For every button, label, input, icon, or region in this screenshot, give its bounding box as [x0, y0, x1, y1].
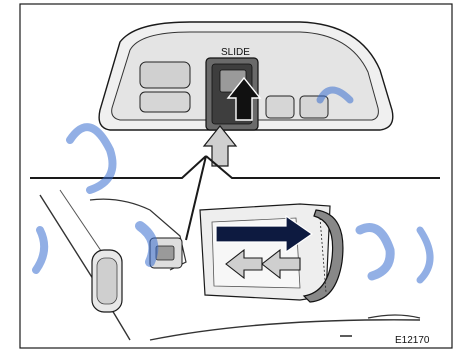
map-lamp-left [140, 62, 190, 88]
lamp-button-right [266, 96, 294, 118]
lamp-button-left [140, 92, 190, 112]
slide-label: SLIDE [221, 47, 250, 58]
figure-code: E12170 [395, 335, 430, 346]
rearview-mirror [92, 250, 122, 312]
